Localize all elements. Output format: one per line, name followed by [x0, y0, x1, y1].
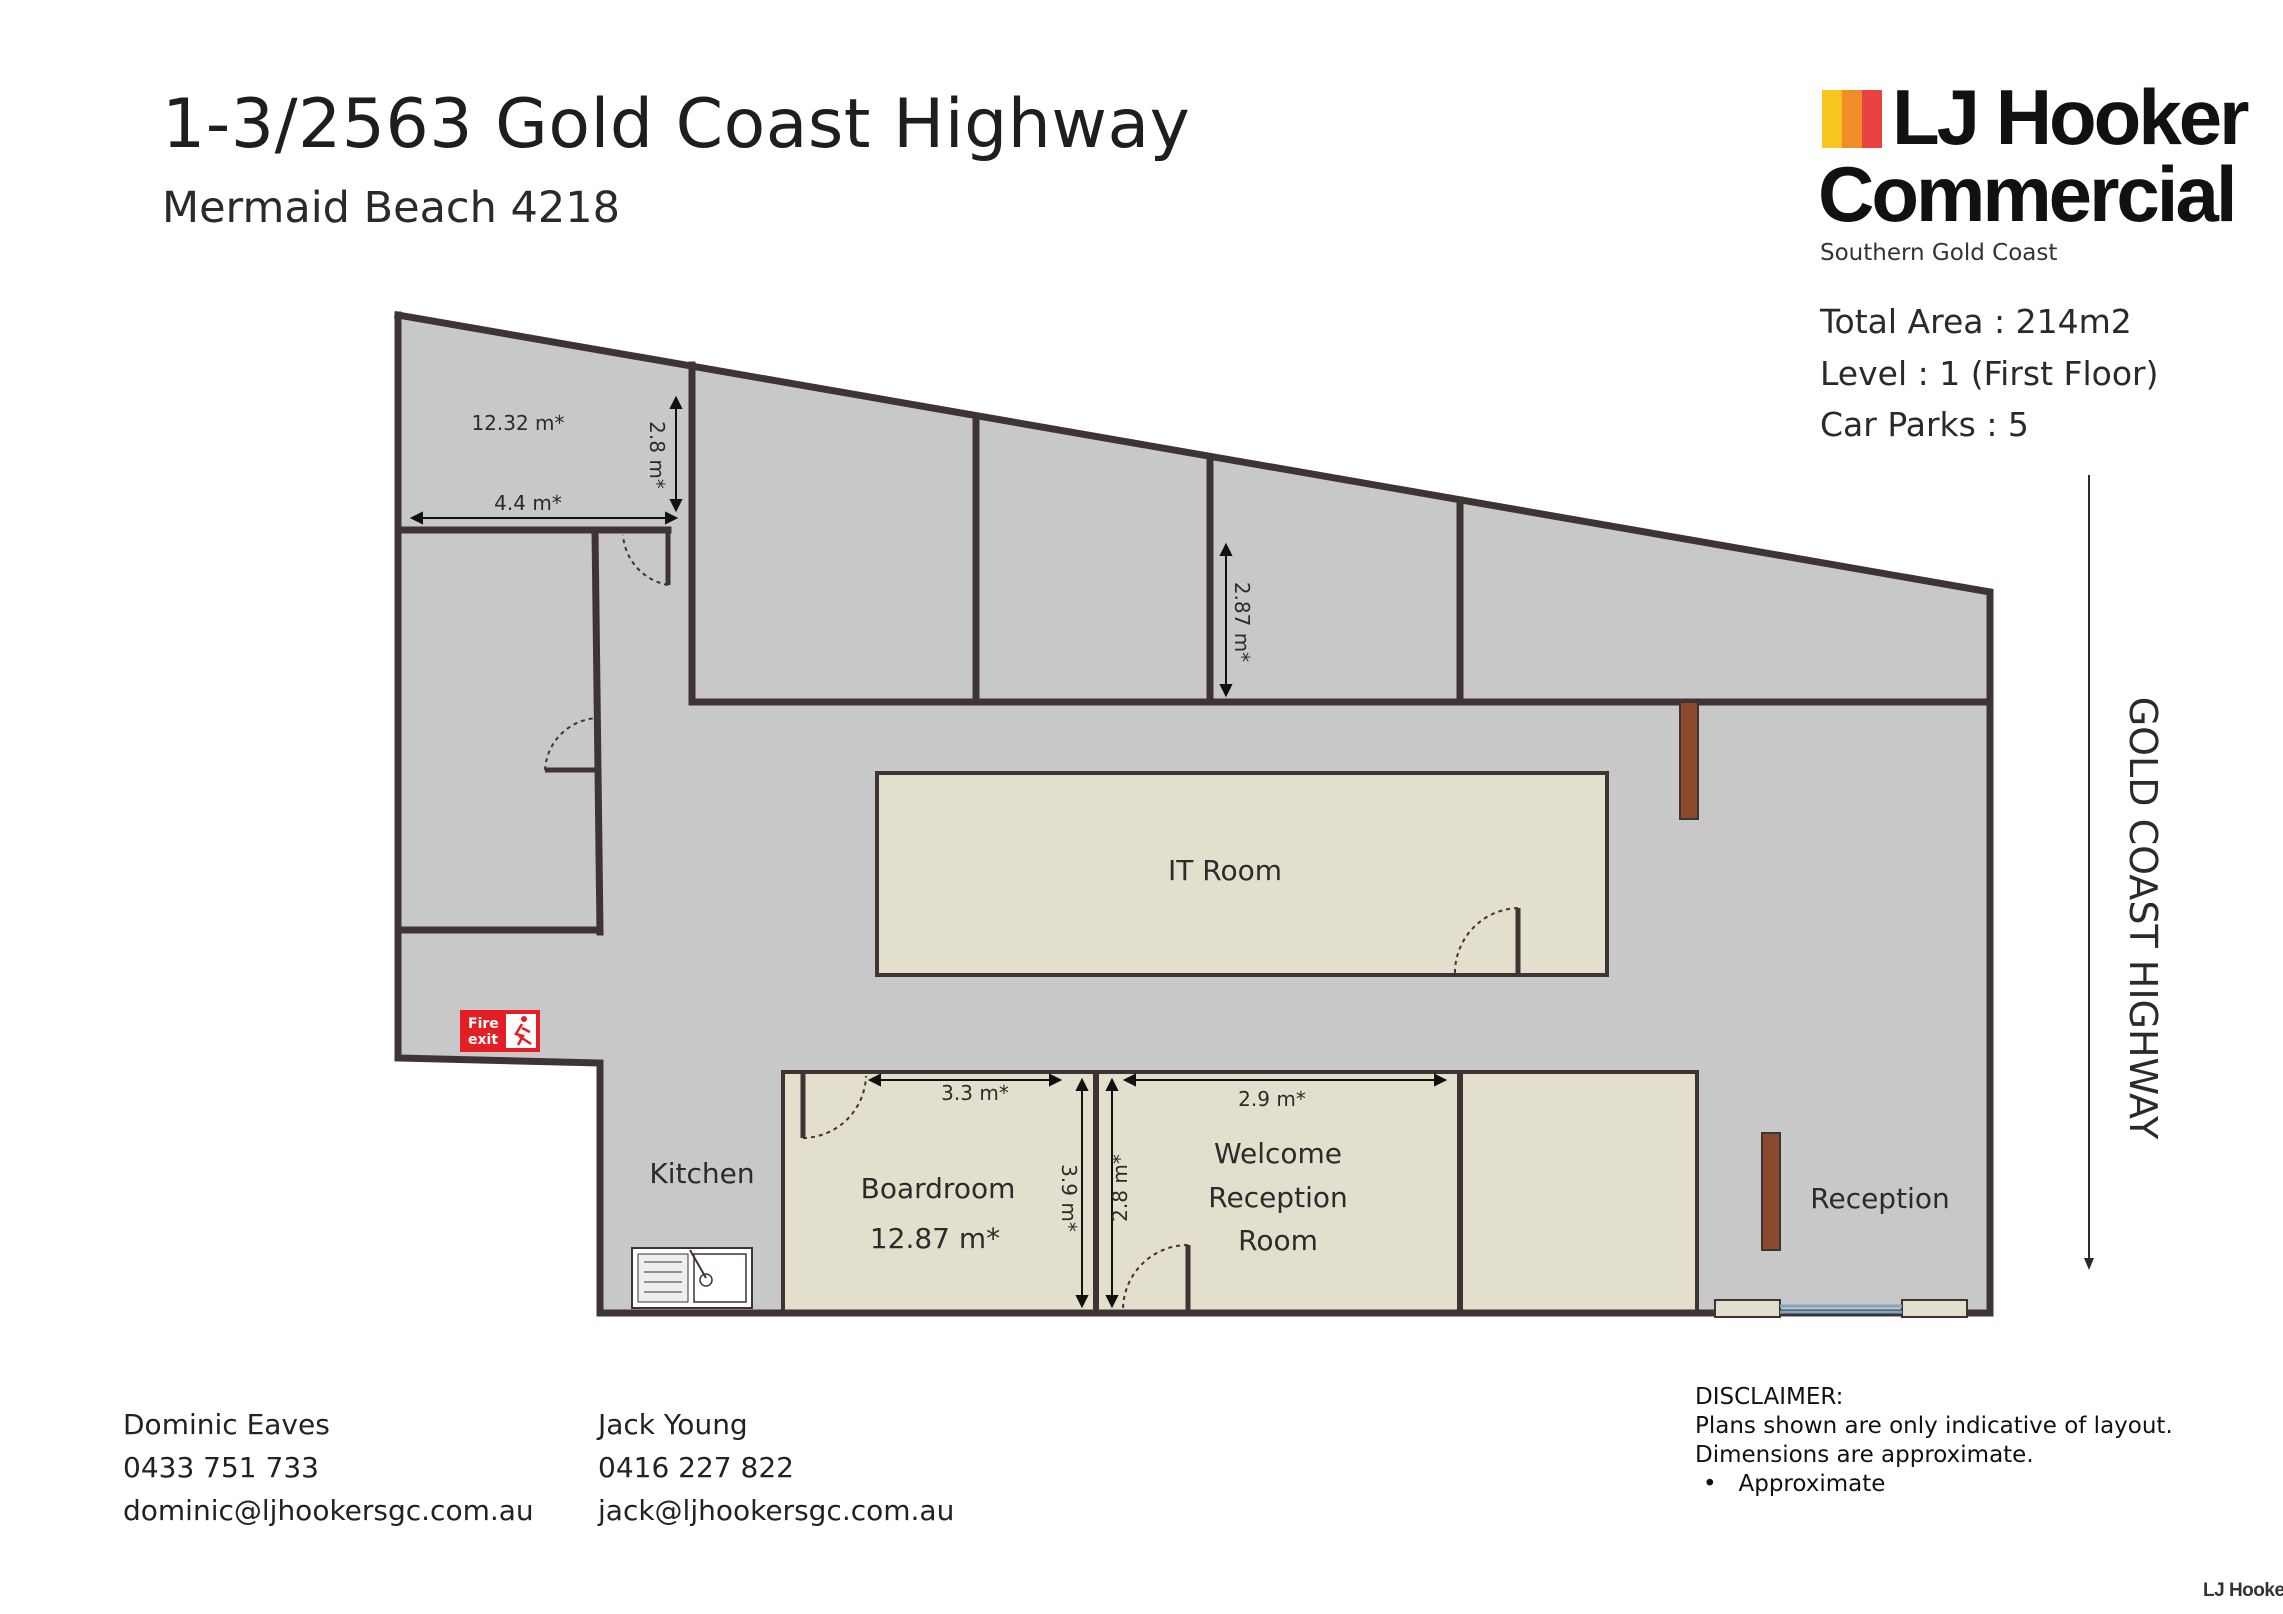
logo-tagline: Southern Gold Coast: [1820, 240, 2058, 266]
dimension-lines: [409, 395, 1448, 1309]
logo-bars-icon: [1822, 90, 1882, 148]
dim-top-left-height: 2.8 m*: [645, 421, 669, 489]
contact-phone-2[interactable]: 0416 227 822: [598, 1451, 794, 1484]
logo-bar-orange: [1842, 90, 1862, 148]
fire-exit-line1: Fire: [468, 1016, 499, 1032]
welcome-label-line3: Room: [1238, 1224, 1318, 1257]
boardroom-label: Boardroom: [861, 1172, 1016, 1205]
top-left-area-label: 12.32 m*: [471, 411, 564, 435]
entry-doors: [1714, 1299, 1968, 1318]
contact-email-2[interactable]: jack@ljhookersgc.com.au: [598, 1494, 955, 1527]
dim-boardroom-height: 3.9 m*: [1057, 1164, 1081, 1232]
boardroom-area-label: 12.87 m*: [870, 1222, 1000, 1255]
welcome-label-line2: Reception: [1208, 1181, 1347, 1214]
logo-text-line2: Commercial: [1818, 150, 2238, 238]
page-subtitle: Mermaid Beach 4218: [162, 183, 620, 233]
level-info: Level : 1 (First Floor): [1820, 354, 2159, 393]
dim-welcome-width: 2.9 m*: [1238, 1087, 1306, 1111]
side-room: [1459, 1070, 1699, 1314]
dim-boardroom-width: 3.3 m*: [941, 1081, 1009, 1105]
boardroom: [781, 1070, 1097, 1314]
disclaimer-bullet-text: Approximate: [1738, 1471, 1886, 1497]
dim-welcome-height: 2.8 m*: [1108, 1154, 1132, 1222]
interior-walls: [394, 361, 1994, 936]
it-room: [875, 771, 1609, 977]
fire-exit-line2: exit: [468, 1032, 498, 1048]
dim-office-height: 2.87 m*: [1230, 582, 1254, 662]
timber-panel: [1679, 701, 1699, 820]
total-area: Total Area : 214m2: [1820, 302, 2132, 341]
outer-walls: [393, 310, 1994, 1317]
page-title: 1-3/2563 Gold Coast Highway: [162, 85, 1191, 164]
contact-phone-1[interactable]: 0433 751 733: [123, 1451, 319, 1484]
sink-icon: [631, 1247, 753, 1309]
dim-top-left-width: 4.4 m*: [494, 491, 562, 515]
welcome-label-line1: Welcome: [1214, 1137, 1342, 1170]
disclaimer-bullet: • Approximate: [1703, 1471, 1886, 1497]
kitchen-label: Kitchen: [649, 1157, 754, 1190]
fire-exit-sign: Fire exit: [460, 1010, 540, 1052]
street-arrow: [2084, 475, 2094, 1270]
welcome-reception-room: [1095, 1070, 1461, 1314]
logo-text-line1: LJ Hooker: [1892, 73, 2249, 161]
footer-logo: LJ Hooker: [2203, 1580, 2283, 1601]
timber-panel: [1761, 1132, 1781, 1251]
contact-name-2: Jack Young: [598, 1408, 748, 1441]
car-parks: Car Parks : 5: [1820, 405, 2029, 444]
street-label: GOLD COAST HIGHWAY: [2121, 697, 2165, 1140]
disclaimer-line1: Plans shown are only indicative of layou…: [1695, 1413, 2173, 1439]
doors: [544, 532, 1521, 1311]
disclaimer-heading: DISCLAIMER:: [1695, 1384, 1844, 1410]
disclaimer-line2: Dimensions are approximate.: [1695, 1442, 2034, 1468]
it-room-label: IT Room: [1168, 854, 1282, 887]
logo-bar-red: [1862, 90, 1882, 148]
contact-name-1: Dominic Eaves: [123, 1408, 330, 1441]
logo-bar-yellow: [1822, 90, 1842, 148]
reception-label: Reception: [1810, 1182, 1949, 1215]
disclaimer: DISCLAIMER: Plans shown are only indicat…: [1695, 1383, 2173, 1499]
contact-email-1[interactable]: dominic@ljhookersgc.com.au: [123, 1494, 534, 1527]
